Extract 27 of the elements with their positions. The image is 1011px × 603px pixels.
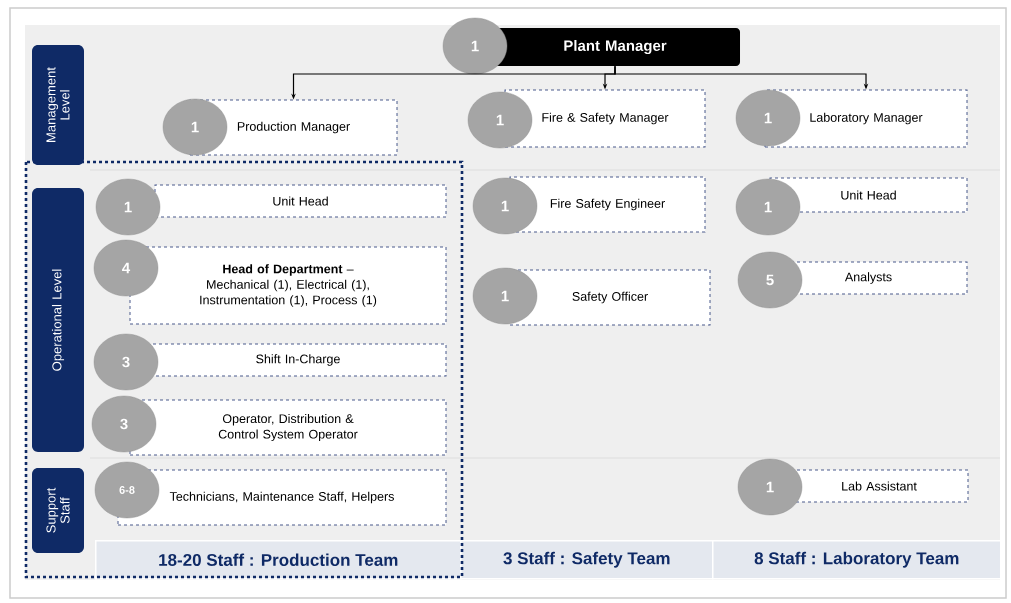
role-box: Unit Head: [154, 184, 447, 218]
count-badge: 1: [95, 178, 161, 236]
count-badge: 1: [467, 91, 533, 149]
team-label: 8 Staff : Laboratory Team: [712, 540, 1002, 580]
role-box: Head of Department – Mechanical (1), Electrical (1), Instrumentation (1), Process (1): [129, 246, 447, 325]
level-band: Support Staff: [32, 468, 84, 553]
count-badge: 1: [472, 177, 538, 235]
count-badge: 3: [93, 333, 159, 391]
count-badge: 3: [91, 395, 157, 453]
role-box: Operator, Distribution & Control System Operator: [129, 399, 447, 456]
count-badge: 1: [735, 89, 801, 147]
count-badge: 5: [737, 251, 803, 309]
count-badge: 6-8: [94, 461, 160, 519]
count-badge: 1: [472, 267, 538, 325]
role-box: Lab Assistant: [789, 469, 969, 503]
level-band: Management Level: [32, 45, 84, 165]
count-badge: 1: [442, 17, 508, 75]
count-badge: 4: [93, 239, 159, 297]
level-band: Operational Level: [32, 188, 84, 452]
title-box: Plant Manager: [490, 28, 740, 66]
role-box: Fire & Safety Manager: [504, 89, 706, 148]
count-badge: 1: [735, 178, 801, 236]
team-label: 3 Staff : Safety Team: [460, 540, 714, 580]
count-badge: 1: [162, 98, 228, 156]
team-label: 18-20 Staff : Production Team: [95, 540, 462, 580]
role-box: Shift In-Charge: [149, 343, 447, 377]
count-badge: 1: [737, 458, 803, 516]
